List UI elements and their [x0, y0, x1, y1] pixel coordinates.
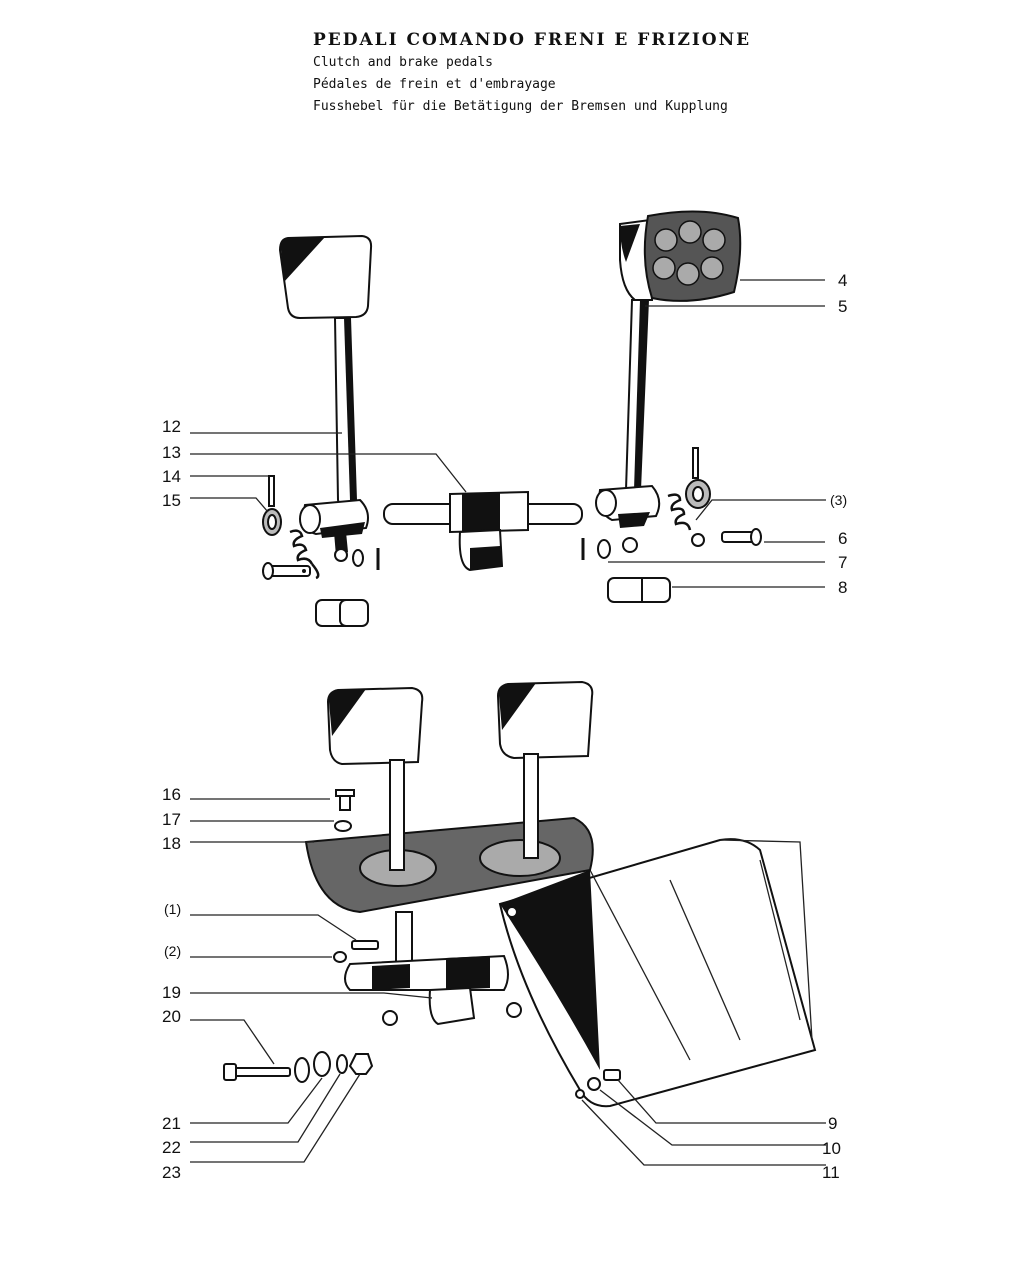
title-french: Pédales de frein et d'embrayage [313, 77, 556, 92]
callout-22: 22 [162, 1138, 181, 1157]
callout-10: 10 [822, 1139, 841, 1158]
callout-4: 4 [838, 271, 847, 290]
callout-18: 18 [162, 834, 181, 853]
callout-2: (2) [164, 943, 181, 959]
left-pedal-assembly [262, 234, 380, 627]
callout-5: 5 [838, 297, 847, 316]
lower-assembly [223, 680, 817, 1108]
callout-1: (1) [164, 901, 181, 917]
callout-7: 7 [838, 553, 847, 572]
callout-16: 16 [162, 785, 181, 804]
title-block: PEDALI COMANDO FRENI E FRIZIONE Clutch a… [313, 30, 751, 118]
callout-8: 8 [838, 578, 847, 597]
title-italian: PEDALI COMANDO FRENI E FRIZIONE [313, 30, 752, 50]
callout-23: 23 [162, 1163, 181, 1182]
title-english: Clutch and brake pedals [313, 55, 494, 70]
callout-17: 17 [162, 810, 181, 829]
callout-21: 21 [162, 1114, 181, 1133]
callout-12: 12 [162, 417, 181, 436]
callout-11: 11 [822, 1163, 840, 1182]
callout-labels: 4 5 12 13 14 15 (3) 6 7 8 16 17 18 (1) (… [162, 271, 847, 1182]
right-pedal-assembly [581, 210, 762, 603]
leader-lines [190, 279, 826, 1166]
callout-13: 13 [162, 443, 181, 462]
callout-19: 19 [162, 983, 181, 1002]
callout-15: 15 [162, 491, 181, 510]
callout-3: (3) [830, 492, 847, 508]
callout-9: 9 [828, 1114, 837, 1133]
shaft-assembly [383, 490, 583, 572]
title-german: Fusshebel für die Betätigung der Bremsen… [313, 99, 728, 114]
callout-20: 20 [162, 1007, 181, 1026]
callout-6: 6 [838, 529, 847, 548]
callout-14: 14 [162, 467, 181, 486]
